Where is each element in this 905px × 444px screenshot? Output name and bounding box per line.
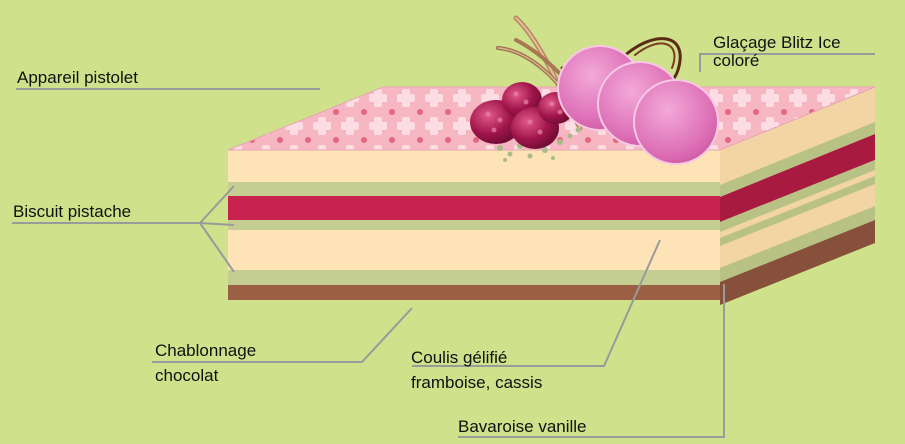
label-coulis-line2: framboise, cassis bbox=[411, 373, 542, 392]
label-coulis-line1: Coulis gélifié bbox=[411, 348, 507, 367]
chablonnage-chocolat-layer bbox=[228, 285, 720, 300]
biscuit-pistache-layer-top bbox=[228, 182, 720, 196]
label-chablonnage-line1: Chablonnage bbox=[155, 341, 256, 360]
label-appareil-pistolet: Appareil pistolet bbox=[17, 68, 138, 87]
label-chablonnage-line2: chocolat bbox=[155, 366, 218, 385]
label-glacage-line2: coloré bbox=[713, 51, 759, 70]
label-bavaroise-vanille: Bavaroise vanille bbox=[458, 417, 587, 436]
cake-front-face bbox=[228, 150, 720, 300]
label-glacage-line1: Glaçage Blitz Ice bbox=[713, 33, 841, 52]
biscuit-pistache-layer-middle bbox=[228, 220, 720, 230]
label-biscuit-pistache: Biscuit pistache bbox=[13, 202, 131, 221]
bavaroise-vanille-layer bbox=[228, 230, 720, 270]
coulis-layer bbox=[228, 196, 720, 220]
top-cream-layer bbox=[228, 150, 720, 182]
